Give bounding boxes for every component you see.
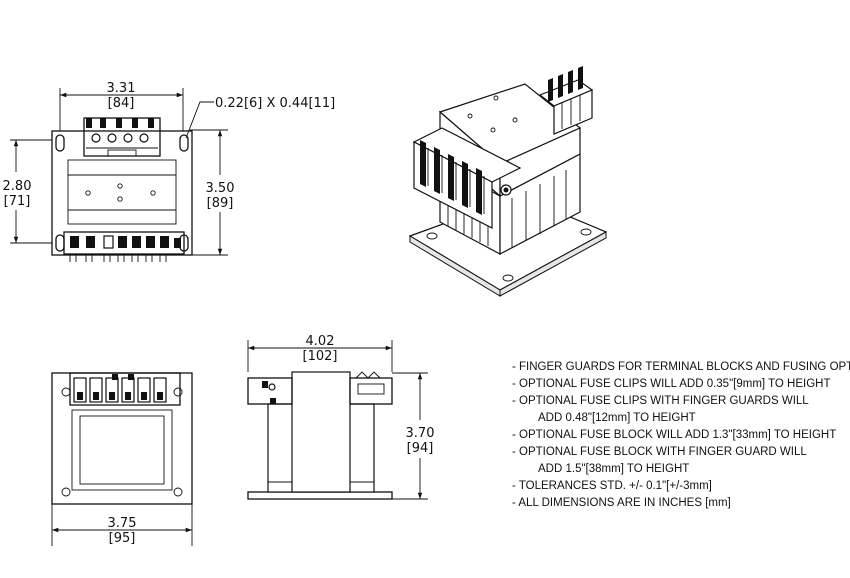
- top-right-height-mm-label: [89]: [207, 196, 234, 211]
- mounting-slot: [55, 234, 65, 252]
- note-line: - OPTIONAL FUSE CLIPS WILL ADD 0.35"[9mm…: [512, 378, 831, 390]
- top-left-height-mm-label: [71]: [4, 194, 31, 209]
- top-terminal-block: [83, 117, 161, 157]
- top-left-height-label: 2.80: [3, 179, 32, 194]
- mounting-slot: [179, 134, 189, 152]
- front-terminal-strip: [69, 372, 181, 406]
- side-height-label: 3.70: [406, 426, 435, 441]
- front-view: 3.75 [95]: [51, 372, 193, 546]
- top-width-label: 3.31: [107, 81, 136, 96]
- note-line: - OPTIONAL FUSE BLOCK WILL ADD 1.3"[33mm…: [512, 429, 836, 441]
- top-view: 3.31 [84] 0.22[6] X 0.44[11] 2.80 [71] 3…: [3, 81, 335, 262]
- note-line: - OPTIONAL FUSE BLOCK WITH FINGER GUARD …: [512, 446, 807, 458]
- note-line: ADD 0.48"[12mm] TO HEIGHT: [538, 412, 696, 424]
- side-height-mm-label: [94]: [407, 441, 434, 456]
- isometric-view: [408, 66, 608, 297]
- note-line: ADD 1.5"[38mm] TO HEIGHT: [538, 463, 689, 475]
- side-width-mm-label: [102]: [303, 349, 338, 364]
- iso-rear-terminals: [538, 66, 594, 135]
- note-line: - OPTIONAL FUSE CLIPS WITH FINGER GUARDS…: [512, 395, 809, 407]
- front-width-mm-label: [95]: [109, 531, 136, 546]
- note-line: - ALL DIMENSIONS ARE IN INCHES [mm]: [512, 497, 731, 509]
- side-view: 4.02 [102] 3.70 [94]: [247, 334, 435, 500]
- side-width-label: 4.02: [306, 334, 335, 349]
- iso-front-terminals: [412, 127, 522, 229]
- notes: - FINGER GUARDS FOR TERMINAL BLOCKS AND …: [512, 361, 850, 509]
- top-width-mm-label: [84]: [108, 96, 135, 111]
- mounting-slot: [55, 134, 65, 152]
- slot-size-label: 0.22[6] X 0.44[11]: [215, 96, 335, 111]
- note-line: - TOLERANCES STD. +/- 0.1"[+/-3mm]: [512, 480, 712, 492]
- front-width-label: 3.75: [108, 516, 137, 531]
- bottom-terminal-strip: [63, 231, 185, 262]
- note-line: - FINGER GUARDS FOR TERMINAL BLOCKS AND …: [512, 361, 850, 373]
- top-right-height-label: 3.50: [206, 181, 235, 196]
